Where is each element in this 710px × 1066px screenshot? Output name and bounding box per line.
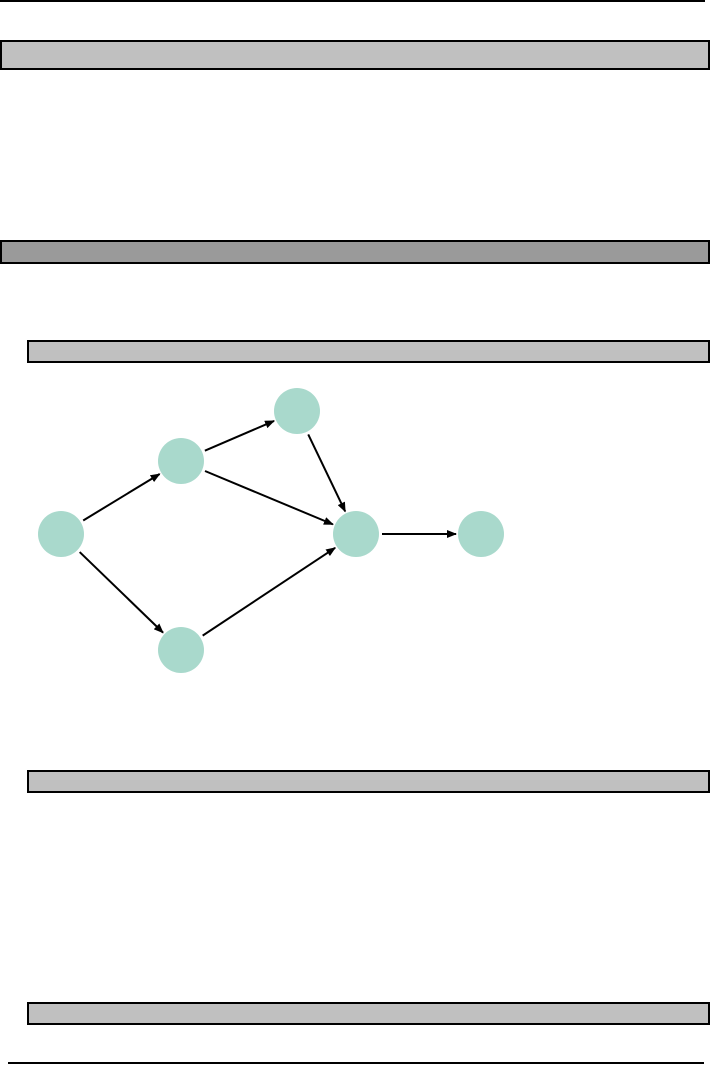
edge-n-left-to-n-upper-mid xyxy=(82,473,161,522)
node-right xyxy=(458,511,504,557)
node-left xyxy=(38,511,84,557)
edge-n-lower-mid-to-n-center xyxy=(202,546,336,637)
edges xyxy=(78,419,457,637)
edge-n-top-to-n-center xyxy=(307,434,347,513)
section-header-bar-1 xyxy=(0,40,710,70)
node-top xyxy=(274,388,320,434)
top-rule xyxy=(0,0,705,2)
directed-graph-diagram xyxy=(38,388,504,673)
subsection-header-bar-2 xyxy=(27,770,710,793)
edge-n-upper-mid-to-n-center xyxy=(204,470,334,526)
subsection-header-bar-3 xyxy=(27,1002,710,1025)
subsection-header-bar-1 xyxy=(27,340,710,363)
section-header-bar-2 xyxy=(0,240,710,264)
node-center xyxy=(333,511,379,557)
bottom-rule xyxy=(8,1062,704,1064)
edge-n-left-to-n-lower-mid xyxy=(78,551,164,634)
node-upper-mid xyxy=(158,438,204,484)
edge-n-upper-mid-to-n-top xyxy=(204,419,275,452)
node-lower-mid xyxy=(158,627,204,673)
nodes xyxy=(38,388,504,673)
